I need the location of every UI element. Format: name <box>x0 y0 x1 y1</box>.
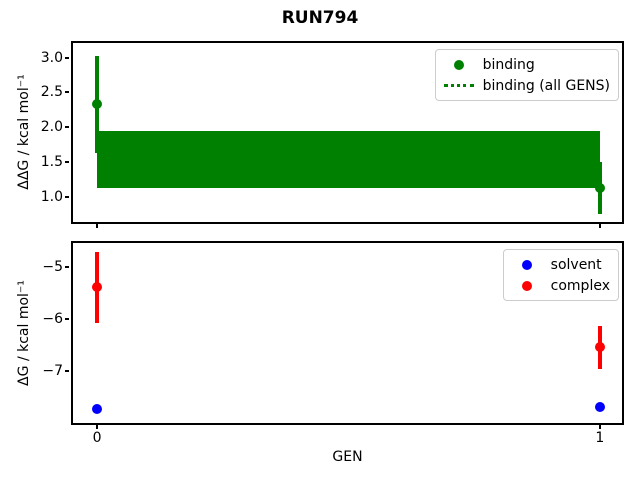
dg-plot-axes: −7 −6 −5 1 0 solvent complex <box>42 241 624 445</box>
legend-item-complex: complex <box>512 275 610 296</box>
binding-dot-icon <box>453 59 464 70</box>
legend-item-solvent: solvent <box>512 254 610 275</box>
y-tick-label: 1.0 <box>40 188 63 205</box>
legend-item-binding: binding <box>444 54 610 75</box>
y-tick <box>65 126 69 129</box>
y-tick-label: −6 <box>42 311 63 328</box>
legend-marker-cell <box>443 84 474 87</box>
x-tick <box>598 425 601 429</box>
legend-marker-cell <box>512 280 542 291</box>
x-tick <box>96 224 99 228</box>
legend-label-binding-all-gens: binding (all GENS) <box>482 77 610 94</box>
binding-plot-axes: 1.0 1.5 2.0 2.5 3.0 binding binding (all GEN… <box>41 41 624 228</box>
y-tick-label: 2.0 <box>40 119 63 136</box>
data-point <box>92 282 103 293</box>
legend-item-binding-all-gens: binding (all GENS) <box>443 75 610 96</box>
x-tick-label: 1 <box>595 430 605 446</box>
y-tick <box>65 266 69 269</box>
y-tick-label: 3.0 <box>40 49 63 66</box>
y-tick-label: −7 <box>42 362 63 379</box>
data-point <box>594 182 605 193</box>
y-tick-label: 1.5 <box>40 154 63 171</box>
data-point <box>594 402 605 413</box>
x-tick <box>96 425 99 429</box>
x-tick-label: 0 <box>92 430 102 446</box>
dotted-line-icon <box>443 84 474 87</box>
figure-title: RUN794 <box>281 8 359 28</box>
confidence-band <box>97 131 600 188</box>
y-tick-label: 2.5 <box>40 84 63 101</box>
legend-label-binding: binding <box>482 56 535 73</box>
x-axis-label: GEN <box>332 449 363 465</box>
data-point <box>92 99 103 110</box>
legend-label-complex: complex <box>550 277 610 294</box>
data-point <box>92 403 103 414</box>
complex-dot-icon <box>521 280 532 291</box>
y-tick <box>65 318 69 321</box>
legend-marker-cell <box>444 59 474 70</box>
y-tick <box>65 91 69 94</box>
dg-legend: solvent complex <box>502 249 619 301</box>
y-tick <box>65 195 69 198</box>
data-point <box>594 342 605 353</box>
binding-legend: binding binding (all GENS) <box>434 49 619 101</box>
x-tick <box>598 224 601 228</box>
legend-marker-cell <box>512 259 542 270</box>
y-tick-label: −5 <box>42 259 63 276</box>
y-tick <box>65 369 69 372</box>
legend-label-solvent: solvent <box>550 256 602 273</box>
solvent-dot-icon <box>521 259 532 270</box>
y-tick <box>65 161 69 164</box>
y-tick <box>65 56 69 59</box>
